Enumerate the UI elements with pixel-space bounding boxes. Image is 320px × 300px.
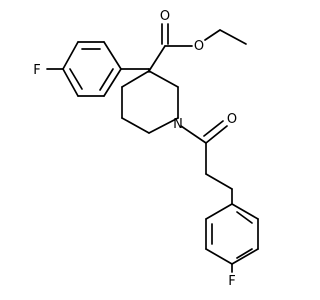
atom-label-o-ester-carbonyl: O [160, 9, 170, 24]
bond [148, 117, 179, 134]
bond [148, 45, 166, 72]
bond [148, 70, 179, 88]
atom-label-o-ester-ether: O [194, 39, 204, 54]
bond [203, 120, 224, 137]
molecule-diagram: F O O N O F [33, 9, 259, 289]
bond [62, 68, 79, 97]
bond [121, 70, 150, 88]
bond [205, 125, 228, 144]
bond [103, 41, 122, 70]
atom-labels: F O O N O F [33, 9, 237, 289]
bond [62, 41, 79, 70]
bond [69, 68, 83, 90]
bond [205, 203, 233, 220]
bond [231, 248, 259, 265]
bond [205, 248, 233, 265]
bond [231, 203, 259, 220]
atom-label-n-ring: N [173, 117, 183, 132]
atom-label-f-top: F [33, 63, 40, 78]
bond [219, 29, 247, 45]
bond [204, 29, 221, 41]
bond [236, 211, 253, 224]
bond [205, 173, 233, 190]
bonds [46, 23, 259, 273]
bond [103, 68, 122, 97]
bond [236, 248, 253, 259]
bond [99, 68, 114, 91]
bond [180, 125, 207, 144]
atom-label-o-amide: O [227, 112, 237, 127]
bond [121, 117, 150, 134]
atom-label-f-bottom: F [228, 274, 235, 289]
